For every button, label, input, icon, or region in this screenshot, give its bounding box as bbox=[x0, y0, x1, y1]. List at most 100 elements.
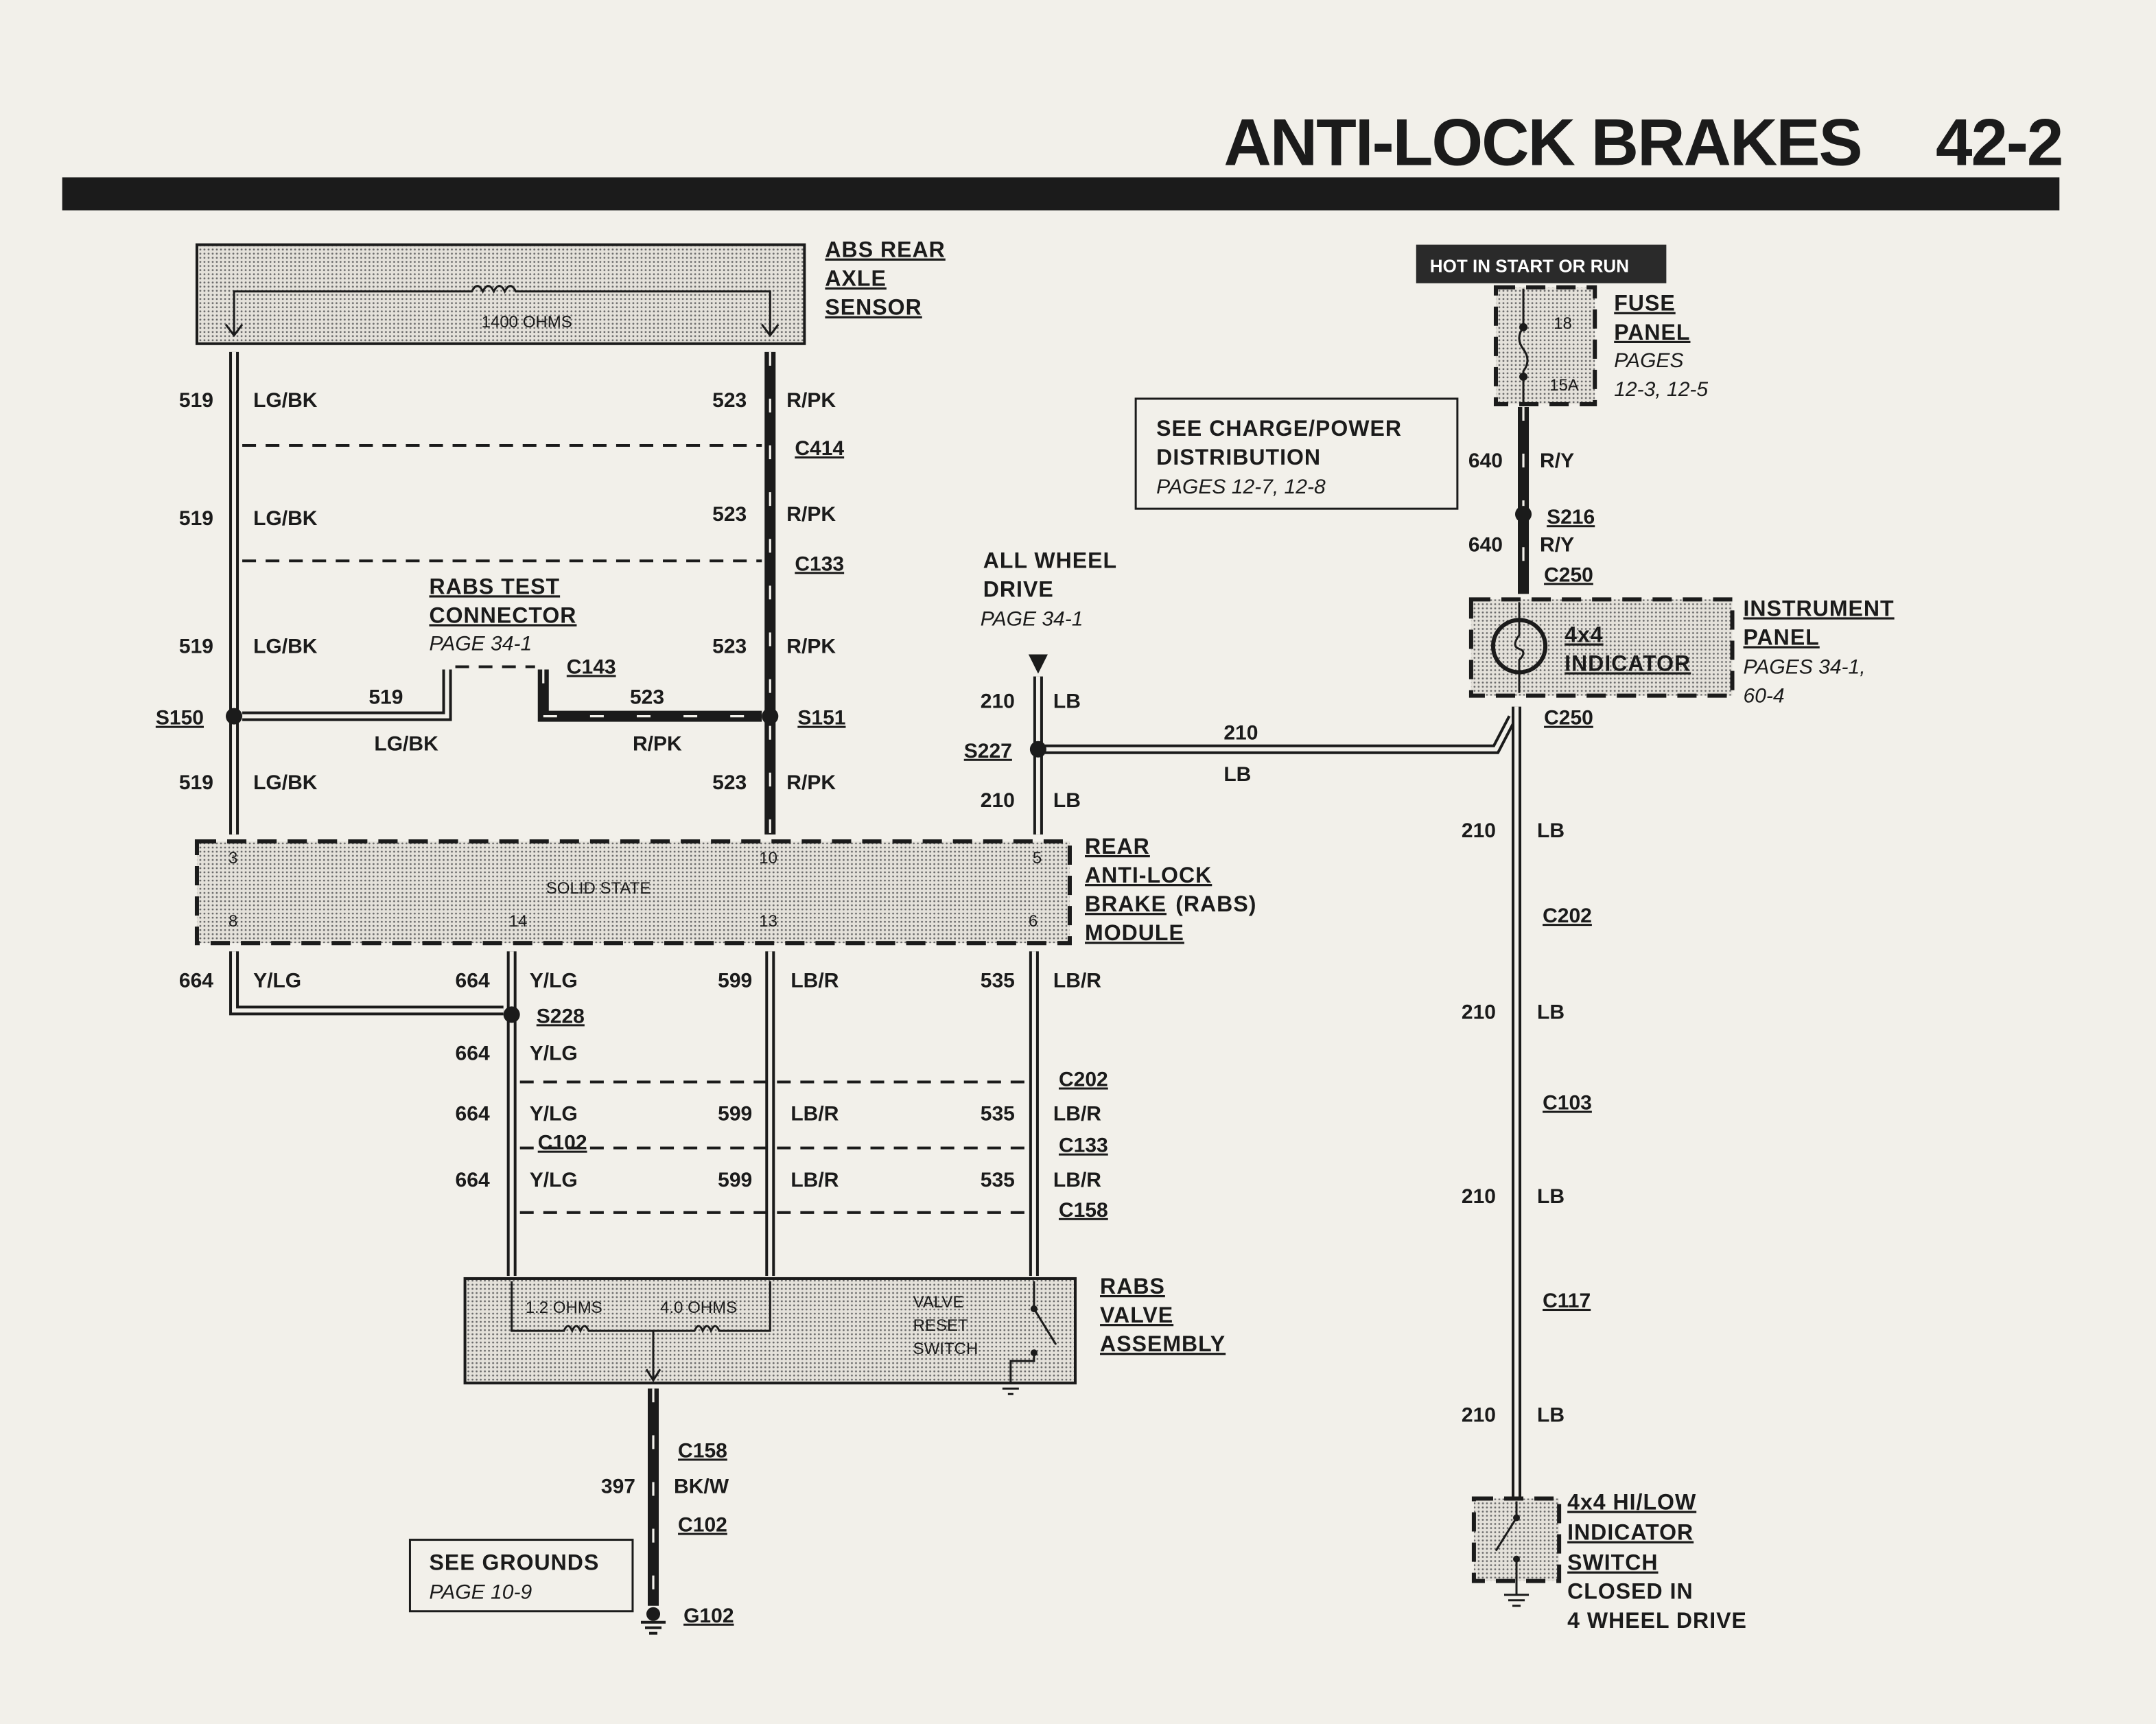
rabs-valve-assembly: 1.2 OHMS 4.0 OHMS VALVE RESET SWITCH RAB… bbox=[463, 1274, 1226, 1395]
module-label: BRAKE bbox=[1085, 892, 1167, 916]
connector-c202: C202 bbox=[1543, 905, 1592, 927]
pin-number: 3 bbox=[229, 849, 237, 867]
sensor-label: SENSOR bbox=[825, 295, 922, 320]
switch-label: 4x4 HI/LOW bbox=[1567, 1490, 1696, 1515]
wire-number: 210 bbox=[981, 690, 1015, 713]
connector-c250: C250 bbox=[1544, 563, 1593, 586]
see-charge-label: DISTRIBUTION bbox=[1156, 445, 1321, 469]
fuse-panel-label: FUSE bbox=[1614, 291, 1675, 316]
rabs-test-connector: RABS TEST CONNECTOR PAGE 34-1 C143 bbox=[429, 574, 616, 678]
see-grounds-note: SEE GROUNDS PAGE 10-9 bbox=[408, 1539, 634, 1613]
wire-color: LB bbox=[1537, 1403, 1565, 1426]
pin-number: 10 bbox=[759, 849, 777, 867]
awd-page: PAGE 34-1 bbox=[981, 607, 1083, 630]
wire-number: 210 bbox=[1223, 722, 1258, 745]
wire-color: R/Y bbox=[1540, 450, 1574, 472]
wire-number: 535 bbox=[981, 1169, 1015, 1191]
wire-color: LB/R bbox=[1053, 969, 1101, 992]
fuse-panel: 18 15A FUSE PANEL PAGES 12-3, 12-5 bbox=[1493, 285, 1708, 406]
wire-number: 523 bbox=[712, 503, 747, 526]
hi-low-indicator-switch: 4x4 HI/LOW INDICATOR SWITCH CLOSED IN 4 … bbox=[1471, 1490, 1746, 1633]
instrument-panel-label: INSTRUMENT bbox=[1744, 596, 1895, 620]
wires bbox=[229, 351, 1530, 1606]
connector-c250: C250 bbox=[1544, 707, 1593, 730]
see-grounds-page: PAGE 10-9 bbox=[429, 1581, 532, 1604]
wire-number: 210 bbox=[1462, 1001, 1496, 1023]
wire-number: 523 bbox=[630, 686, 664, 709]
wire-number: 519 bbox=[179, 771, 213, 794]
fuse-number: 18 bbox=[1554, 314, 1572, 333]
splice-s150: S150 bbox=[156, 707, 204, 730]
instrument-panel-pages: PAGES 34-1, bbox=[1744, 656, 1866, 679]
fuse-panel-label: PANEL bbox=[1614, 320, 1690, 345]
coil-resistance: 4.0 OHMS bbox=[660, 1298, 737, 1317]
circuit-664-labels: 664 Y/LG 664 Y/LG 664 Y/LG 664 Y/LG 664 … bbox=[179, 969, 578, 1191]
splice-s150-dot bbox=[226, 708, 243, 725]
switch-label: INDICATOR bbox=[1567, 1520, 1694, 1545]
module-type: SOLID STATE bbox=[546, 879, 651, 898]
wire-number: 599 bbox=[718, 1103, 752, 1126]
see-charge-power-note: SEE CHARGE/POWER DISTRIBUTION PAGES 12-7… bbox=[1134, 397, 1459, 510]
sensor-label: AXLE bbox=[825, 266, 886, 291]
wire-number: 664 bbox=[179, 969, 213, 992]
wire-color: LB/R bbox=[1053, 1103, 1101, 1126]
fuse-icon bbox=[1518, 288, 1529, 404]
switch-label: SWITCH bbox=[913, 1340, 979, 1358]
wire-color: R/PK bbox=[633, 733, 682, 756]
pin-number: 6 bbox=[1029, 912, 1038, 931]
wire-number: 523 bbox=[712, 636, 747, 658]
connector-c117: C117 bbox=[1543, 1290, 1591, 1312]
wire-color: R/PK bbox=[786, 389, 836, 412]
module-label: (RABS) bbox=[1175, 892, 1256, 916]
connector-c133: C133 bbox=[795, 552, 844, 575]
instrument-panel-label: PANEL bbox=[1744, 625, 1820, 649]
module-label: MODULE bbox=[1085, 920, 1184, 945]
wire-color: Y/LG bbox=[530, 1103, 578, 1126]
circuit-535-labels: 535 LB/R 535 LB/R 535 LB/R bbox=[981, 969, 1102, 1191]
pin-number: 5 bbox=[1033, 849, 1042, 867]
all-wheel-drive-ref: ALL WHEEL DRIVE PAGE 34-1 bbox=[981, 548, 1117, 674]
sensor-coil-icon bbox=[224, 285, 780, 338]
module-label: REAR bbox=[1085, 834, 1150, 859]
wire-color: LB bbox=[1223, 763, 1251, 786]
arrow-down-icon bbox=[1028, 654, 1048, 674]
wire-color: LG/BK bbox=[253, 771, 318, 794]
fuse-panel-pages: PAGES bbox=[1614, 349, 1683, 372]
splice-s151-dot bbox=[762, 708, 779, 725]
wire-color: Y/LG bbox=[253, 969, 301, 992]
abs-rear-axle-sensor: 1400 OHMS ABS REAR AXLE SENSOR bbox=[195, 237, 945, 345]
wire-color: LG/BK bbox=[253, 507, 318, 530]
wire-number: 664 bbox=[456, 969, 490, 992]
wire-color: LB bbox=[1053, 690, 1081, 713]
wire-color: LG/BK bbox=[253, 389, 318, 412]
ground-g102-icon bbox=[640, 1620, 666, 1635]
wire-number: 599 bbox=[718, 969, 752, 992]
connector-c102: C102 bbox=[538, 1132, 587, 1154]
circuit-210-right-labels: 210 LB 210 LB 210 LB 210 LB bbox=[1462, 819, 1565, 1426]
wire-number: 664 bbox=[456, 1103, 490, 1126]
wire-color: LB/R bbox=[1053, 1169, 1101, 1191]
awd-label: DRIVE bbox=[983, 576, 1054, 601]
wire-color: LB bbox=[1053, 789, 1081, 812]
connector-c143: C143 bbox=[567, 656, 616, 679]
circuit-519-labels: 519 LG/BK 519 LG/BK 519 LG/BK 519 LG/BK … bbox=[179, 389, 438, 794]
switch-note: CLOSED IN bbox=[1567, 1579, 1694, 1604]
connector-c102: C102 bbox=[678, 1514, 727, 1537]
pin-number: 13 bbox=[759, 912, 777, 931]
test-connector-label: CONNECTOR bbox=[429, 603, 576, 627]
wire-color: Y/LG bbox=[530, 1169, 578, 1191]
connector-lines bbox=[242, 444, 1026, 1214]
switch-label: VALVE bbox=[913, 1293, 964, 1312]
valve-label: ASSEMBLY bbox=[1100, 1331, 1226, 1356]
wire-color: R/PK bbox=[786, 636, 836, 658]
wire-number: 640 bbox=[1468, 450, 1503, 472]
wire-number: 523 bbox=[712, 389, 747, 412]
wire-color: Y/LG bbox=[530, 969, 578, 992]
indicator-label: INDICATOR bbox=[1565, 651, 1691, 676]
wire-color: LG/BK bbox=[374, 733, 438, 756]
sensor-resistance: 1400 OHMS bbox=[482, 313, 572, 331]
awd-label: ALL WHEEL bbox=[983, 548, 1117, 572]
wire-number: 210 bbox=[1462, 1403, 1496, 1426]
wire-number: 523 bbox=[712, 771, 747, 794]
test-connector-label: RABS TEST bbox=[429, 574, 560, 598]
